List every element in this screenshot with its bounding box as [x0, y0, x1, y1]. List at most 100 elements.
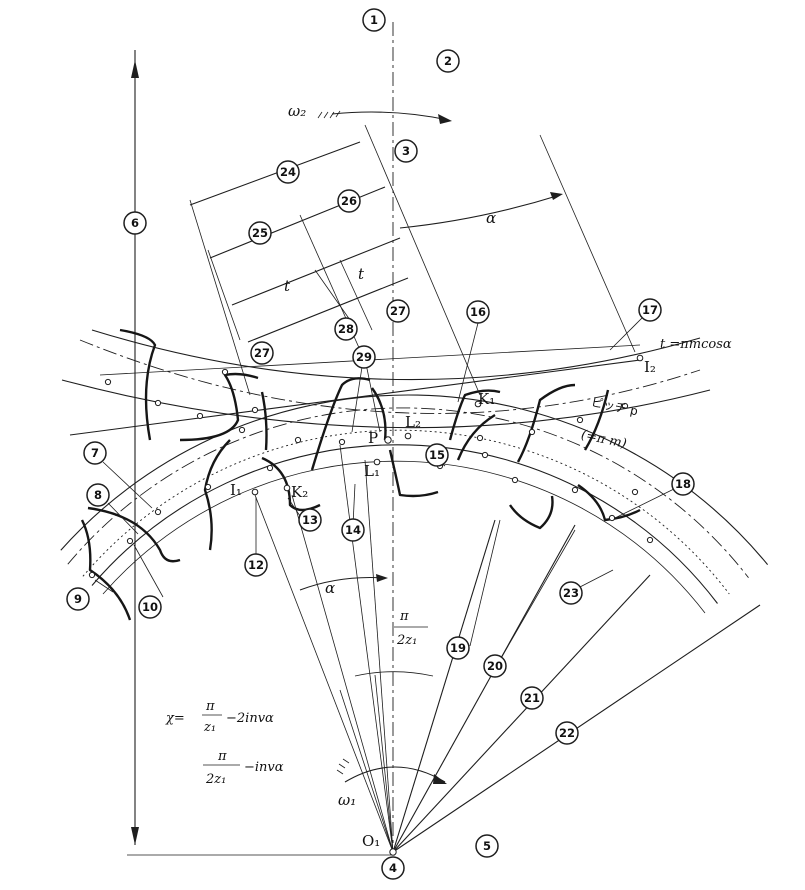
line-of-action	[69, 359, 641, 436]
callout-7: 7	[83, 441, 107, 465]
svg-text:12: 12	[248, 558, 264, 572]
svg-text:7: 7	[91, 446, 99, 460]
svg-text:26: 26	[341, 194, 357, 208]
callout-27b: 27	[250, 341, 274, 365]
callout-19: 19	[446, 636, 470, 660]
involute-formula: π 2z₁ −invα	[203, 749, 284, 787]
callout-26: 26	[337, 189, 361, 213]
root-circle-gear1	[91, 444, 718, 604]
callout-5: 5	[475, 834, 499, 858]
svg-text:28: 28	[338, 322, 354, 336]
svg-text:10: 10	[142, 600, 158, 614]
point-L1: L₁	[364, 462, 380, 480]
svg-text:24: 24	[280, 165, 296, 179]
omega1-label: ω₁	[338, 791, 356, 809]
callout-4: 4	[381, 856, 405, 880]
callout-16: 16	[466, 300, 490, 324]
pitch-circle-gear2	[79, 339, 701, 414]
point-O1: O₁	[362, 832, 380, 850]
alpha-reference-line-center	[364, 124, 481, 396]
callout-3: 3	[394, 139, 418, 163]
point-K1: K₁	[478, 390, 495, 408]
point-P: P	[368, 429, 378, 447]
svg-text:19: 19	[450, 641, 466, 655]
callout-6: 6	[123, 211, 147, 235]
svg-text:18: 18	[675, 477, 691, 491]
alpha-reference-line-right	[539, 134, 636, 353]
callout-14: 14	[341, 518, 365, 542]
svg-text:9: 9	[74, 592, 82, 606]
svg-text:−invα: −invα	[244, 760, 284, 775]
svg-text:2z₁: 2z₁	[396, 633, 417, 648]
base-circle-gear1	[82, 429, 730, 595]
svg-text:8: 8	[94, 488, 102, 502]
alpha-label-bottom: α	[325, 579, 335, 597]
t-label-2: t	[358, 265, 365, 283]
svg-text:4: 4	[389, 861, 397, 875]
pitch-circle-gear1	[67, 407, 749, 578]
callout-11: 15	[425, 443, 449, 467]
callout-24: 24	[276, 160, 300, 184]
svg-text:27: 27	[254, 346, 270, 360]
svg-text:π: π	[399, 609, 409, 624]
root-circle-gear2	[91, 329, 701, 381]
callout-25: 25	[248, 221, 272, 245]
omega1-rotation-arrow	[336, 758, 447, 784]
callout-1: 1	[362, 8, 386, 32]
point-K2: K₂	[291, 483, 308, 501]
point-L2: L₂	[405, 413, 421, 431]
svg-text:−2invα: −2invα	[226, 711, 274, 726]
svg-text:z₁: z₁	[203, 720, 216, 735]
callout-20: 20	[483, 654, 507, 678]
callout-10: 10	[138, 595, 162, 619]
svg-text:21: 21	[524, 691, 540, 705]
svg-text:2z₁: 2z₁	[205, 772, 226, 787]
svg-text:π: π	[205, 699, 215, 714]
svg-text:1: 1	[370, 13, 378, 27]
svg-text:3: 3	[402, 144, 410, 158]
callout-8: 8	[86, 483, 110, 507]
half-tooth-angle-formula: π 2z₁	[394, 609, 428, 648]
svg-text:13: 13	[302, 513, 318, 527]
callout-18: 18	[671, 472, 695, 496]
svg-text:16: 16	[470, 305, 486, 319]
callout-28: 28	[334, 317, 358, 341]
svg-text:22: 22	[559, 726, 575, 740]
svg-text:2: 2	[444, 54, 452, 68]
gear2-teeth	[119, 328, 610, 471]
alpha-arc-top	[399, 194, 561, 229]
alpha-arc-bottom	[299, 576, 386, 591]
svg-text:14: 14	[345, 523, 361, 537]
svg-text:17: 17	[642, 303, 658, 317]
svg-text:5: 5	[483, 839, 491, 853]
callout-12: 12	[244, 553, 268, 577]
t-label-1: t	[284, 277, 291, 295]
svg-text:χ=: χ=	[165, 711, 185, 726]
callout-23: 23	[559, 581, 583, 605]
callout-2: 2	[436, 49, 460, 73]
omega2-label: ω₂	[288, 102, 306, 120]
callout-9: 9	[66, 587, 90, 611]
chi-formula: χ= π z₁ −2invα	[165, 699, 274, 735]
svg-text:27: 27	[390, 304, 406, 318]
pitch-annotation: ピッチ p (=π m)	[580, 395, 640, 452]
dimension-line-6	[127, 50, 395, 856]
callout-21: 21	[520, 686, 544, 710]
callout-13: 13	[298, 508, 322, 532]
point-I1: I₁	[230, 481, 242, 499]
radial-lines	[254, 444, 761, 853]
svg-text:ピッチ p: ピッチ p	[590, 395, 639, 419]
svg-text:6: 6	[131, 216, 139, 230]
marker-dots	[88, 354, 654, 856]
point-I2: I₂	[644, 358, 656, 376]
callout-22: 22	[555, 721, 579, 745]
callout-27a: 27	[386, 299, 410, 323]
svg-text:15: 15	[429, 448, 445, 462]
callout-leaders	[94, 309, 679, 661]
callout-29: 29	[352, 345, 376, 369]
inner-circle-gear1	[102, 460, 706, 614]
svg-text:π: π	[217, 749, 227, 764]
svg-text:29: 29	[356, 350, 372, 364]
svg-text:25: 25	[252, 226, 268, 240]
